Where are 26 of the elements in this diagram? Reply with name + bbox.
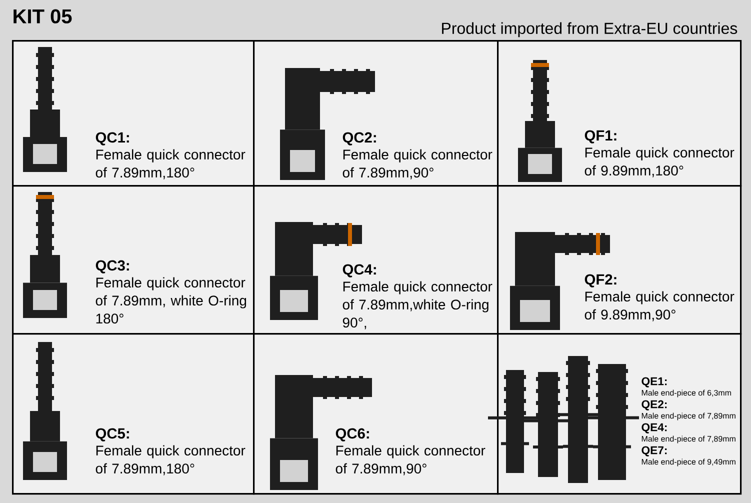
- product-description: Male end-piece of 6,3mm: [642, 390, 731, 398]
- product-code: QC6:: [336, 428, 369, 442]
- title: KIT 05: [14, 9, 72, 24]
- product-description: Female quick connector of 7.89mm, white O-ring 180°: [96, 277, 246, 324]
- product-code: QF2:: [584, 274, 616, 288]
- product-description: Female quick connector of 7.89mm,180°: [96, 149, 246, 180]
- product-code: QF1:: [584, 130, 616, 144]
- product-code: QE1:: [642, 377, 667, 388]
- product-description: Female quick connector of 7.89mm,180°: [96, 445, 246, 476]
- product-description: Female quick connector of 7.89mm,90°: [336, 445, 486, 476]
- product-code: QC4:: [342, 264, 376, 278]
- product-description: Male end-piece of 7,89mm: [642, 436, 736, 444]
- product-code: QE4:: [642, 423, 667, 434]
- product-description: Female quick connector of 9.89mm,180°: [584, 147, 734, 178]
- note: Product imported from Extra-EU countries: [442, 22, 738, 38]
- product-code: QC3:: [96, 260, 129, 274]
- product-description: Female quick connector of 9.89mm,90°: [584, 291, 734, 322]
- product-code: QC1:: [96, 132, 129, 146]
- product-description: Male end-piece of 9,49mm: [642, 458, 736, 466]
- product-code: QC2:: [342, 132, 376, 146]
- product-description: Female quick connector of 7.89mm,90°: [342, 149, 492, 180]
- product-code: QE7:: [642, 446, 667, 456]
- product-code: QC5:: [96, 428, 129, 442]
- product-description: Male end-piece of 7,89mm: [642, 412, 736, 420]
- product-description: Female quick connector of 7.89mm,white O-ring 90°,: [342, 281, 492, 330]
- product-code: QE2:: [642, 400, 667, 410]
